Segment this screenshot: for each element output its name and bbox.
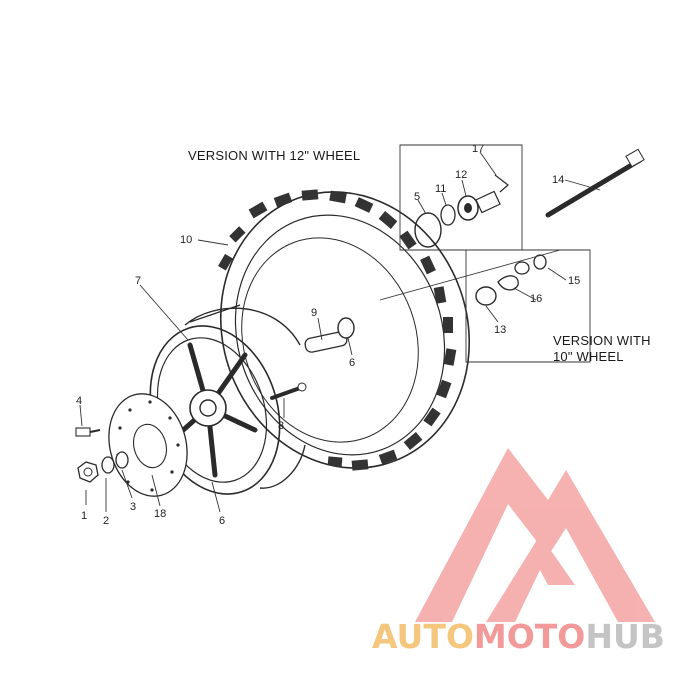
callout-11: 11: [435, 183, 446, 195]
callout-2: 2: [103, 515, 109, 527]
callout-6-bottom: 6: [219, 515, 225, 527]
washer: [101, 456, 115, 474]
inset-12-inch: [399, 144, 523, 251]
callout-5: 5: [414, 191, 420, 203]
callout-3: 3: [130, 501, 136, 513]
axle-nut: [77, 461, 99, 483]
inset-10-inch: [379, 249, 591, 363]
callout-13: 13: [494, 324, 506, 336]
disc-screw: [75, 427, 101, 437]
callout-16: 16: [530, 293, 542, 305]
leader-lines: [79, 151, 601, 513]
bearing-right: [337, 317, 355, 339]
watermark-word-moto: MOTO: [474, 617, 585, 656]
callout-10: 10: [180, 234, 192, 246]
wheel-rim: [149, 304, 306, 495]
callout-18: 18: [154, 508, 166, 520]
callout-1: 1: [81, 510, 87, 522]
callout-15: 15: [568, 275, 580, 287]
tire-tread: [218, 189, 457, 471]
callout-17: 17: [472, 143, 484, 155]
callout-7: 7: [135, 275, 141, 287]
caption-10-inch-version-line1: VERSION WITH: [553, 333, 651, 348]
tire: [218, 189, 471, 471]
spacer: [115, 451, 129, 469]
wheel-axle: [545, 148, 645, 218]
valve-stem: [270, 382, 307, 400]
callout-12: 12: [455, 169, 467, 181]
watermark-wordmark: AUTOMOTOHUB: [372, 617, 665, 656]
callout-6-right: 6: [349, 357, 355, 369]
callout-9: 9: [311, 307, 317, 319]
watermark-logo: [415, 448, 655, 622]
callout-8: 8: [278, 420, 284, 432]
watermark-word-auto: AUTO: [372, 617, 474, 656]
callout-4: 4: [76, 395, 82, 407]
caption-10-inch-version-line2: 10" WHEEL: [553, 349, 624, 364]
callout-14: 14: [552, 174, 564, 186]
watermark-word-hub: HUB: [585, 617, 665, 656]
caption-12-inch-version: VERSION WITH 12" WHEEL: [188, 148, 360, 163]
brake-disc: [108, 393, 188, 497]
